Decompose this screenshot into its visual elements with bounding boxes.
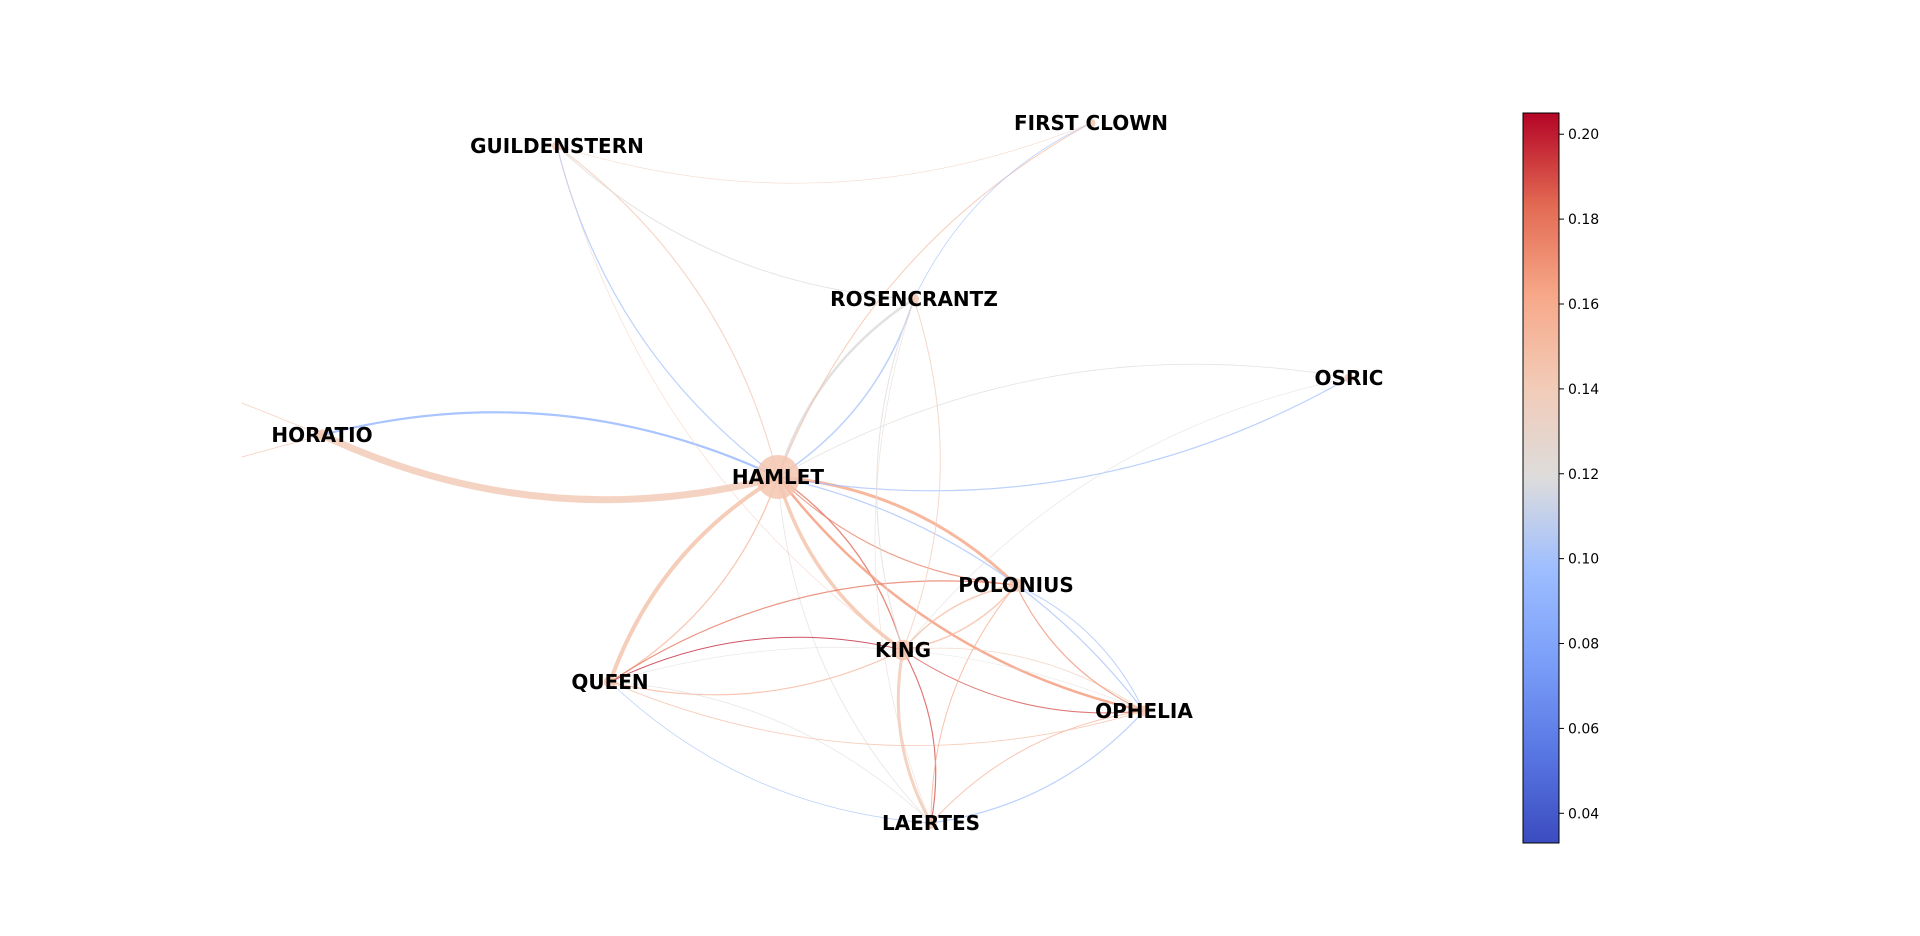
edge-hamlet-to-ophelia — [776, 475, 1146, 713]
node-guildenstern — [552, 141, 562, 151]
colorbar-tick-label: 0.20 — [1568, 127, 1599, 143]
edge-first-clown-to-hamlet — [777, 122, 1092, 478]
edge-polonius-to-laertes — [930, 584, 1017, 824]
node-label-queen: QUEEN — [571, 670, 648, 694]
edge-ophelia-to-king — [902, 647, 1145, 712]
node-label-king: KING — [875, 638, 931, 662]
edge-horatio-to-horatio — [241, 402, 323, 458]
edge-guildenstern-to-first-clown — [556, 122, 1092, 184]
node-label-ophelia: OPHELIA — [1095, 699, 1193, 723]
node-layer — [316, 118, 1354, 829]
edge-laertes-to-king — [902, 649, 937, 824]
edge-hamlet-to-laertes — [777, 476, 932, 824]
edge-guildenstern-to-king — [556, 145, 904, 651]
node-label-hamlet: HAMLET — [732, 465, 825, 489]
edge-queen-to-laertes — [609, 681, 932, 824]
label-layer: HAMLET KING POLONIUS QUEEN OPHELIA LAERTES HOR… — [271, 111, 1383, 835]
edge-ophelia-to-queen — [609, 647, 1145, 712]
edge-guildenstern-to-hamlet — [556, 145, 779, 478]
edge-laertes-to-queen — [609, 681, 932, 824]
edge-queen-to-hamlet — [609, 476, 779, 683]
edge-guildenstern-to-rosencrantz — [556, 145, 915, 300]
colorbar-tick-label: 0.18 — [1568, 212, 1599, 228]
edge-king-to-rosencrantz — [902, 298, 941, 651]
node-first-clown — [1086, 118, 1096, 128]
edge-hamlet-to-queen — [608, 475, 780, 684]
edge-king-to-laertes — [896, 648, 933, 825]
node-label-guildenstern: GUILDENSTERN — [470, 134, 644, 158]
edge-osric-to-hamlet — [777, 363, 1350, 478]
edge-osric-to-king — [902, 377, 1350, 651]
node-laertes — [925, 817, 937, 829]
edge-hamlet-to-osric — [777, 377, 1350, 492]
edge-hamlet-to-guildenstern — [556, 145, 779, 478]
colorbar-tick-label: 0.16 — [1568, 297, 1599, 313]
edge-hamlet-to-rosencrantz — [777, 298, 915, 478]
node-queen — [603, 675, 617, 689]
edge-rosencrantz-to-king — [876, 298, 915, 651]
node-label-osric: OSRIC — [1315, 366, 1384, 390]
edge-ophelia-to-hamlet — [777, 476, 1145, 712]
colorbar-tick-label: 0.12 — [1568, 467, 1599, 483]
node-label-first-clown: FIRST CLOWN — [1014, 111, 1168, 135]
node-polonius — [1009, 578, 1023, 592]
node-osric — [1344, 373, 1354, 383]
edge-polonius-to-ophelia — [1015, 584, 1145, 712]
colorbar-tick-label: 0.10 — [1568, 552, 1599, 568]
node-ophelia — [1138, 705, 1150, 717]
edge-king-to-polonius — [902, 584, 1017, 651]
edge-hamlet-to-king — [776, 475, 905, 652]
node-label-horatio: HORATIO — [271, 423, 372, 447]
colorbar: 0.04 0.06 0.08 0.10 0.12 0.14 0.16 0.18 0.20 — [1522, 112, 1599, 844]
edge-rosencrantz-to-laertes — [874, 298, 932, 824]
edge-hamlet-to-polonius — [777, 476, 1017, 586]
colorbar-gradient — [1522, 112, 1560, 844]
edge-first-clown-to-rosencrantz — [913, 122, 1092, 300]
edge-queen-to-king — [609, 649, 904, 696]
edge-ophelia-to-polonius — [1015, 584, 1145, 712]
colorbar-ticks: 0.04 0.06 0.08 0.10 0.12 0.14 0.16 0.18 0.20 — [1559, 127, 1599, 822]
edge-layer — [241, 122, 1350, 825]
edge-king-to-hamlet — [777, 476, 904, 651]
edge-polonius-to-hamlet — [776, 475, 1018, 587]
node-rosencrantz — [908, 293, 920, 305]
edge-ophelia-to-laertes — [930, 710, 1145, 824]
colorbar-tick-label: 0.06 — [1568, 721, 1599, 737]
edge-queen-to-ophelia — [609, 681, 1145, 747]
edge-polonius-to-queen — [609, 580, 1017, 683]
colorbar-tick-label: 0.14 — [1568, 382, 1599, 398]
edge-polonius-to-king — [902, 584, 1017, 651]
node-king — [892, 639, 914, 661]
edge-hamlet-to-horatio — [320, 411, 780, 479]
edge-horatio-to-hamlet — [318, 431, 782, 504]
node-hamlet — [756, 455, 800, 499]
edge-rosencrantz-to-hamlet — [776, 297, 916, 479]
node-horatio — [316, 429, 328, 441]
edge-king-to-ophelia — [902, 649, 1145, 714]
edge-king-to-queen — [609, 636, 904, 683]
edge-laertes-to-ophelia — [930, 710, 1145, 824]
colorbar-tick-label: 0.04 — [1568, 806, 1599, 822]
node-label-laertes: LAERTES — [882, 811, 980, 835]
node-label-rosencrantz: ROSENCRANTZ — [830, 287, 998, 311]
node-label-polonius: POLONIUS — [958, 573, 1074, 597]
colorbar-tick-label: 0.08 — [1568, 637, 1599, 653]
